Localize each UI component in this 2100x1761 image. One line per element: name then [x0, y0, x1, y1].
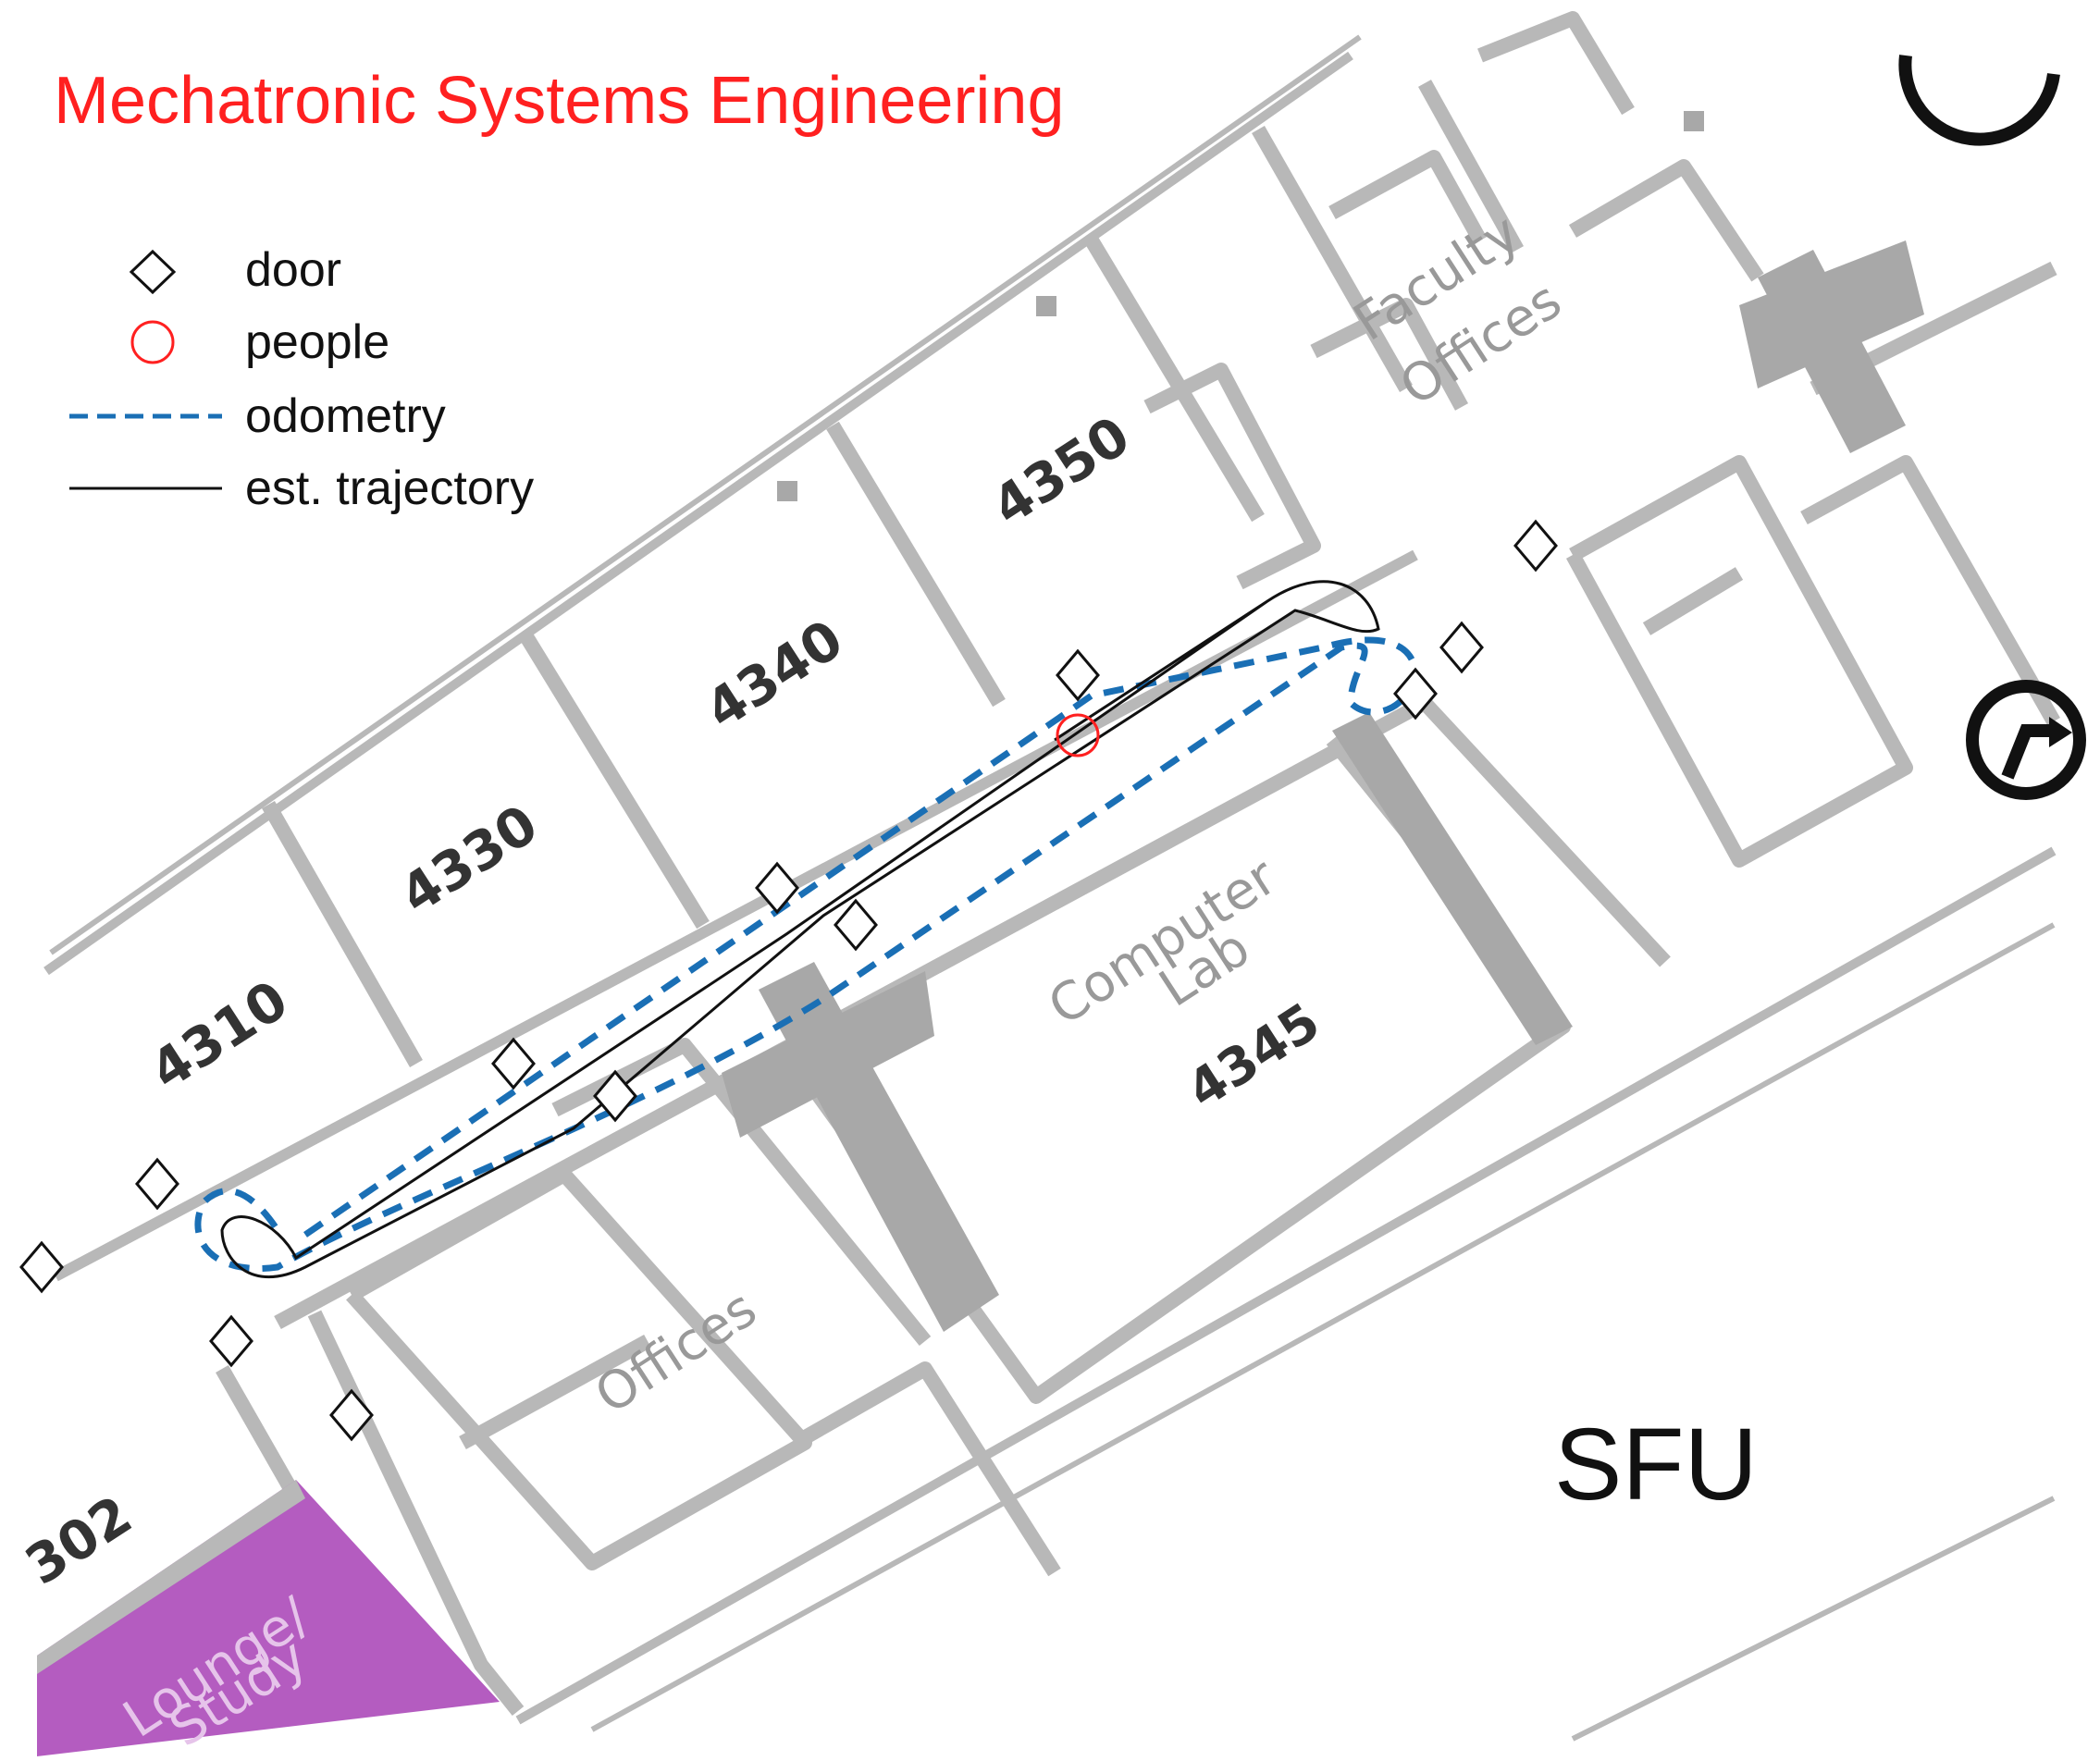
- room-label-4350: 4350: [982, 404, 1141, 538]
- map-title: Mechatronic Systems Engineering: [54, 64, 1065, 138]
- room-label-4330: 4330: [389, 793, 549, 927]
- legend: door people odometry est. trajectory: [56, 231, 629, 536]
- room-label-4302: 302: [15, 1484, 143, 1597]
- door-marker: [834, 898, 878, 952]
- door-marker: [329, 1388, 374, 1442]
- door-marker: [19, 1240, 64, 1294]
- room-label-4310: 4310: [140, 968, 299, 1102]
- door-marker: [755, 861, 799, 915]
- lab-number-label: 4345: [1177, 991, 1330, 1120]
- door-marker: [135, 1157, 179, 1211]
- legend-label-odometry: odometry: [245, 389, 446, 443]
- room-label-4340: 4340: [695, 608, 854, 742]
- doors-group: [19, 519, 1558, 1442]
- door-marker: [1513, 519, 1558, 573]
- door-marker: [1393, 667, 1438, 720]
- exit-sign-icon: [1898, 55, 2086, 800]
- lounge-wall: [37, 1480, 305, 1674]
- site-label: SFU: [1554, 1408, 1758, 1521]
- door-marker: [593, 1069, 637, 1123]
- door-marker: [491, 1037, 536, 1090]
- people-marker: [1056, 713, 1100, 757]
- door-marker: [1439, 621, 1484, 674]
- trajectory-path: [220, 580, 1380, 1279]
- legend-label-door: door: [245, 243, 342, 297]
- legend-label-people: people: [245, 315, 390, 369]
- structural-columns: [722, 111, 1924, 1332]
- diamond-icon: [129, 249, 177, 295]
- door-marker: [1056, 648, 1100, 702]
- circle-icon: [130, 320, 175, 364]
- legend-label-trajectory: est. trajectory: [245, 462, 535, 515]
- legend-symbols: [69, 249, 222, 490]
- lounge-area: [37, 1480, 500, 1756]
- computer-label: Computer: [1038, 846, 1288, 1038]
- door-marker: [209, 1314, 253, 1368]
